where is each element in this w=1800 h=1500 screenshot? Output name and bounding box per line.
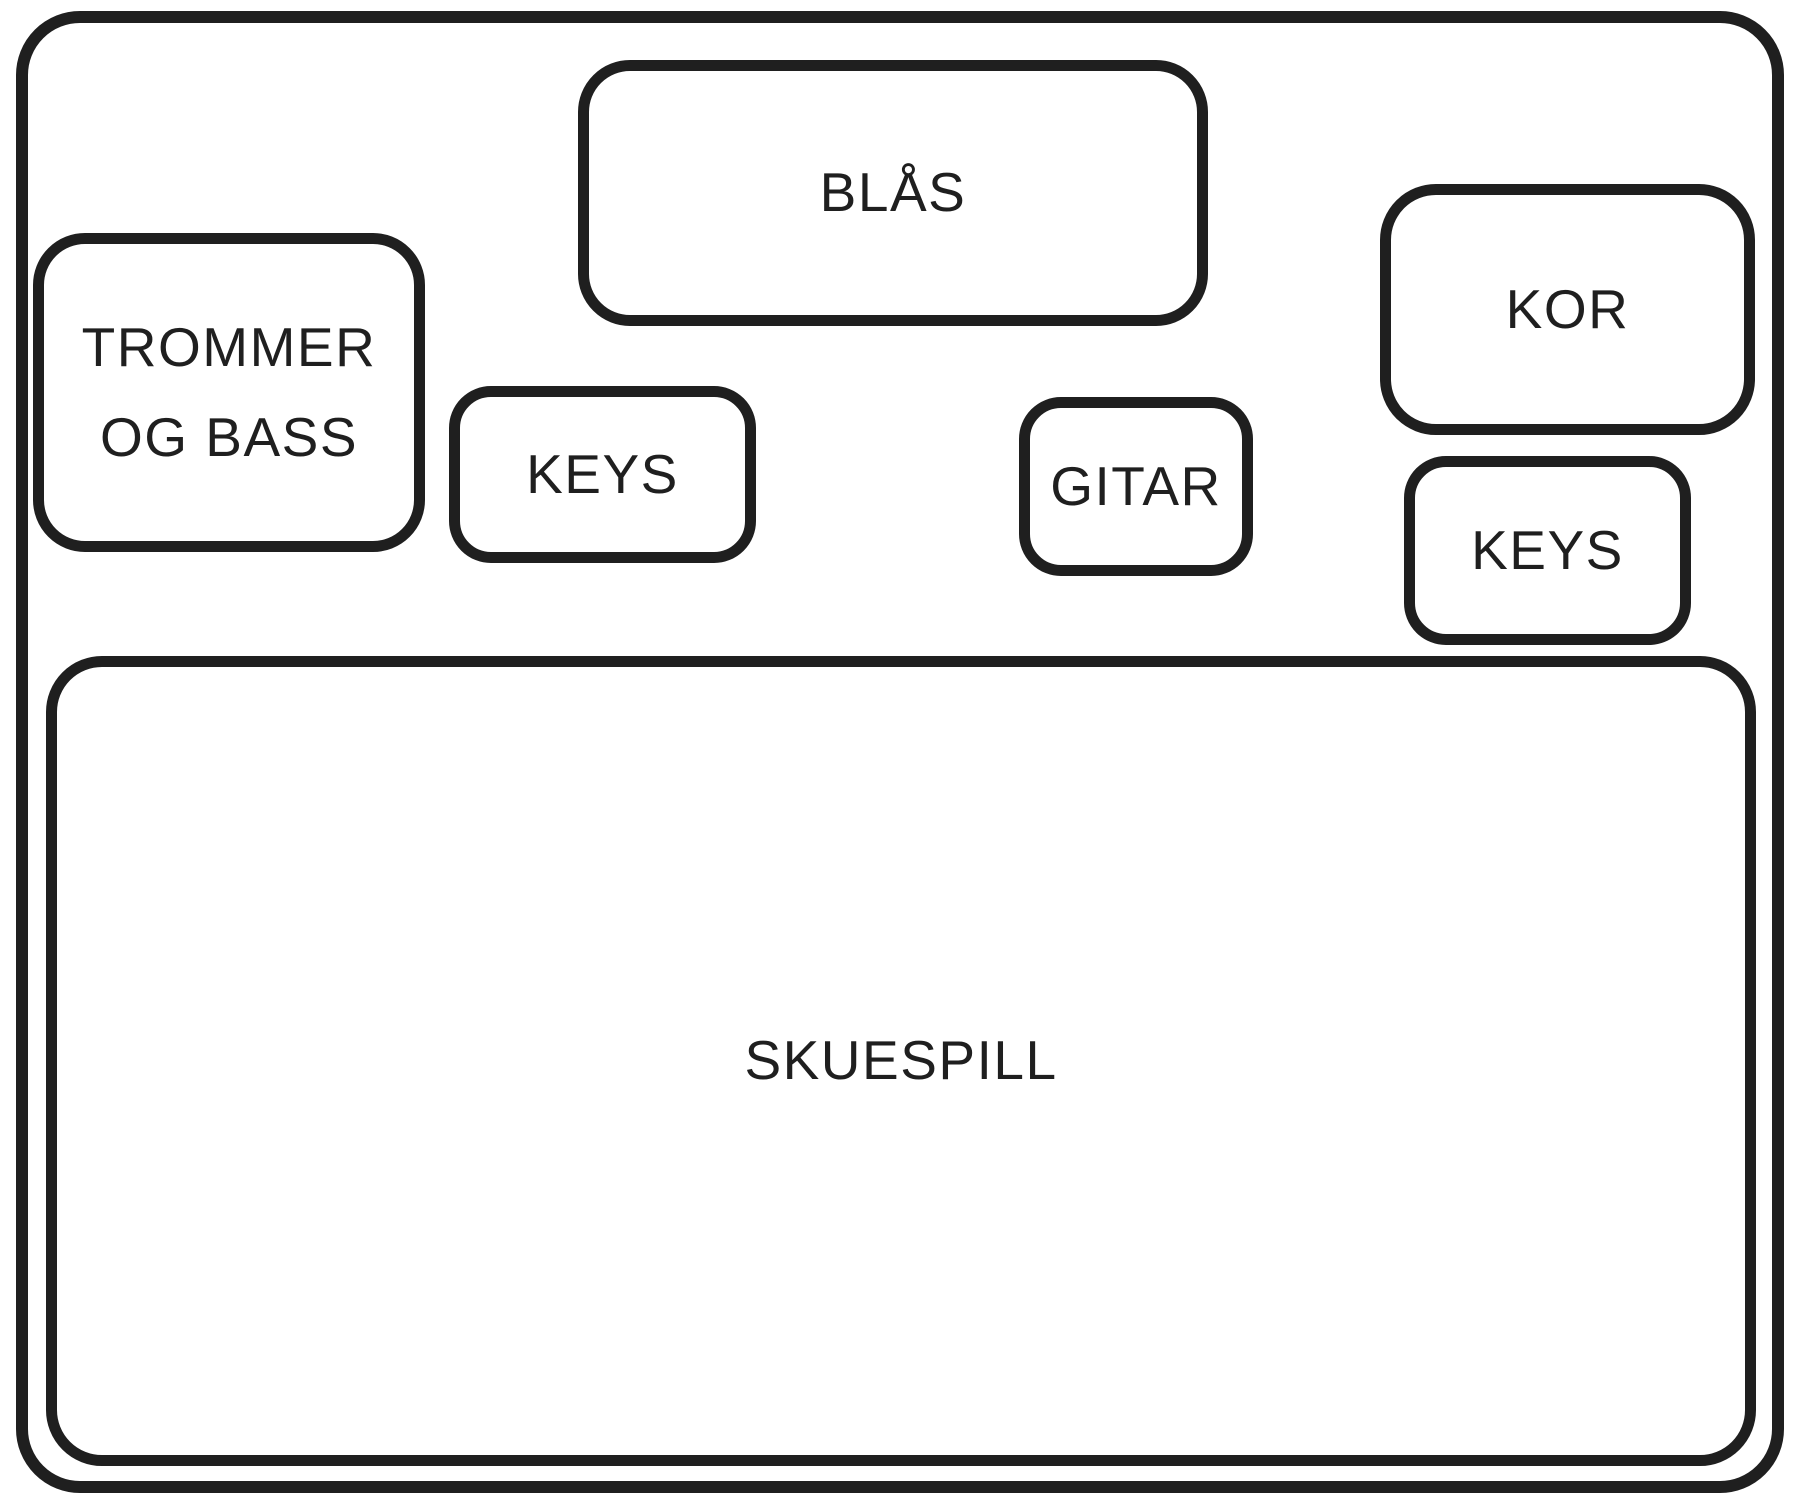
zone-gitar-label: GITAR: [1050, 454, 1222, 517]
zone-keys-right-label: KEYS: [1471, 518, 1624, 581]
zone-keys-left-label: KEYS: [526, 442, 679, 505]
zone-blas-label: BLÅS: [819, 161, 967, 224]
stage-outline: [16, 11, 1784, 1493]
zone-keys-right: KEYS: [1404, 456, 1691, 645]
zone-gitar: GITAR: [1019, 397, 1253, 576]
zone-blas: BLÅS: [578, 60, 1208, 326]
zone-kor: KOR: [1380, 184, 1755, 435]
zone-keys-left: KEYS: [449, 386, 756, 563]
zone-trommer-og-bass: TROMMER OG BASS: [33, 233, 425, 552]
zone-skuespill: SKUESPILL: [46, 656, 1756, 1466]
zone-skuespill-label: SKUESPILL: [744, 1029, 1058, 1092]
zone-kor-label: KOR: [1505, 277, 1630, 340]
zone-trommer-og-bass-label: TROMMER OG BASS: [81, 316, 377, 468]
